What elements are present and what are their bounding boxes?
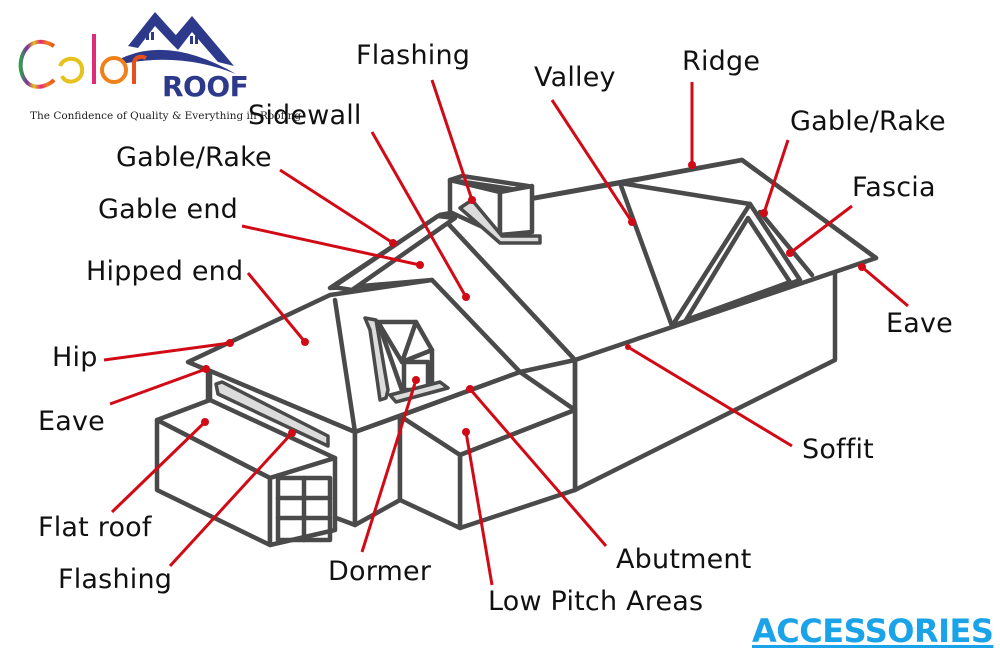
label-hip: Hip xyxy=(52,342,98,373)
label-flashing-bottom: Flashing xyxy=(58,564,173,595)
dormer-flashing xyxy=(363,316,390,402)
house-outline xyxy=(154,157,879,548)
label-gable-rake-right: Gable/Rake xyxy=(790,106,946,137)
leader-hip xyxy=(103,341,231,362)
label-fascia: Fascia xyxy=(852,172,936,203)
label-low-pitch-areas: Low Pitch Areas xyxy=(488,586,704,617)
gable-rake-left xyxy=(330,213,458,293)
leader-soffit xyxy=(627,345,793,448)
logo-tagline: The Confidence of Quality & Everything i… xyxy=(30,110,302,122)
leader-sidewall xyxy=(370,131,468,298)
leader-abutment xyxy=(468,388,608,547)
leader-dormer xyxy=(360,379,418,553)
label-dormer: Dormer xyxy=(328,556,432,587)
leader-flashing-top xyxy=(430,79,474,201)
leader-fascia xyxy=(789,204,853,255)
leader-eave-right xyxy=(861,265,909,308)
valley-line xyxy=(617,180,675,329)
accessories-link[interactable]: ACCESSORIES xyxy=(752,612,994,650)
label-abutment: Abutment xyxy=(616,544,752,575)
label-gable-rake-left: Gable/Rake xyxy=(116,142,272,173)
leader-hipped-end xyxy=(246,272,307,343)
label-sidewall: Sidewall xyxy=(248,100,362,131)
label-valley: Valley xyxy=(534,62,616,93)
label-hipped-end: Hipped end xyxy=(86,256,244,287)
label-ridge: Ridge xyxy=(682,46,761,77)
leader-gable-rake-right xyxy=(762,139,790,214)
label-gable-end: Gable end xyxy=(98,194,238,225)
house-roof-logo-icon xyxy=(18,12,236,89)
leader-gable-rake-left xyxy=(279,168,394,245)
label-eave-left: Eave xyxy=(38,406,105,437)
flat-roof-flashing xyxy=(214,380,330,448)
leader-flashing-bottom xyxy=(168,431,294,568)
label-eave-right: Eave xyxy=(886,308,953,339)
logo-roof-word: ROOF xyxy=(162,70,249,103)
label-flashing-top: Flashing xyxy=(356,40,471,71)
leader-low-pitch xyxy=(464,431,494,586)
leader-valley xyxy=(550,99,634,223)
leader-lines xyxy=(103,79,909,586)
leader-eave-left xyxy=(109,367,207,406)
leader-gable-end xyxy=(241,224,421,267)
colorroof-logo: ROOF The Confidence of Quality & Everyth… xyxy=(10,6,301,122)
label-flat-roof: Flat roof xyxy=(38,512,152,543)
label-soffit: Soffit xyxy=(802,434,874,465)
leader-flat-roof xyxy=(110,420,207,514)
